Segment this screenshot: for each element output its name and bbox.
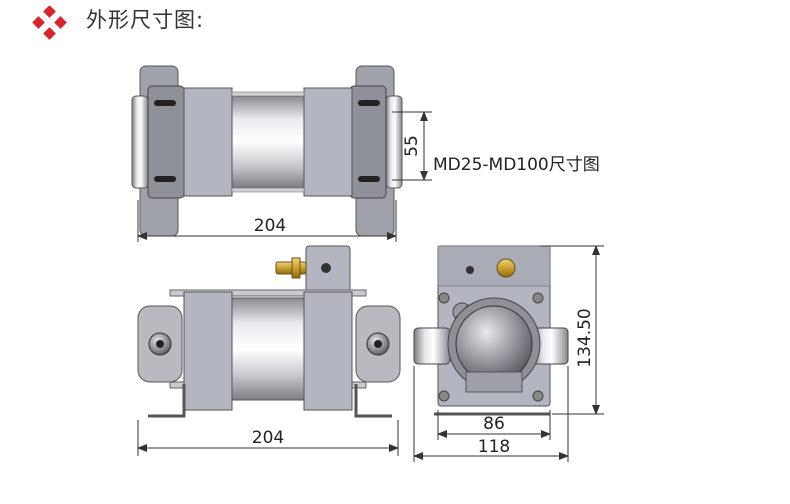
page-title: 外形尺寸图: xyxy=(86,8,205,32)
header: 外形尺寸图: xyxy=(0,0,790,48)
side-length-dim-label: 204 xyxy=(252,428,284,448)
diamond-logo-icon xyxy=(32,6,67,40)
end-height-dim-label: 134.50 xyxy=(575,308,595,367)
side-view: 204 xyxy=(137,245,401,456)
top-length-dim-label: 204 xyxy=(254,216,286,236)
top-height-dim-label: 55 xyxy=(402,135,422,157)
model-label: MD25-MD100尺寸图 xyxy=(433,155,600,175)
end-inner-width-dim-label: 86 xyxy=(483,414,505,434)
end-outer-width-dim-label: 118 xyxy=(478,437,510,457)
top-view: 55 MD25-MD100尺寸图 204 xyxy=(131,65,600,242)
end-view: 134.50 86 118 xyxy=(413,245,604,462)
